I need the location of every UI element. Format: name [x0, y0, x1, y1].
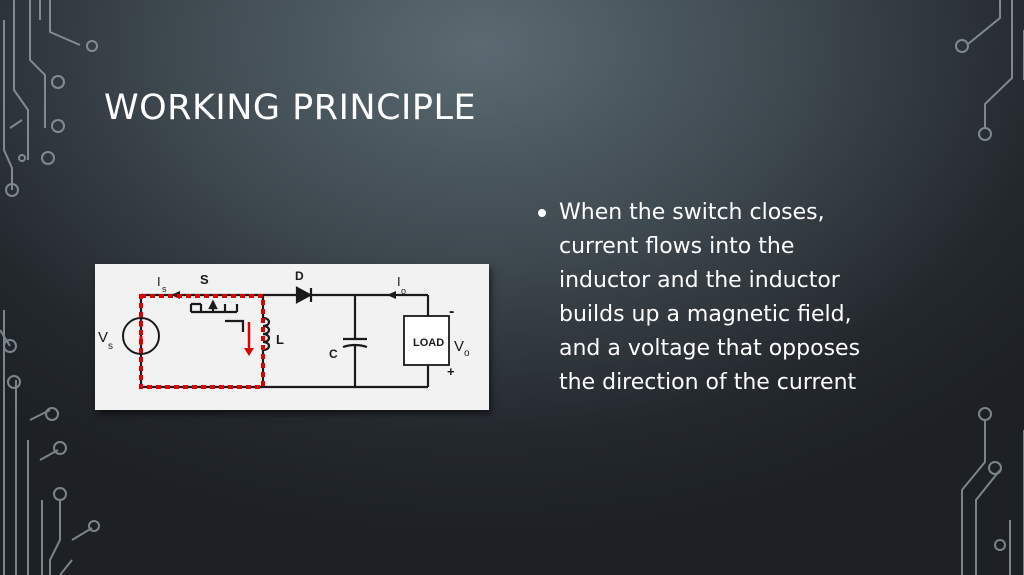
- capacitor-c: [342, 295, 368, 387]
- vs-label: V: [98, 329, 108, 346]
- is-sub: s: [162, 284, 167, 294]
- bullet-line: When the switch closes,: [559, 200, 825, 225]
- io-sub: o: [401, 286, 406, 296]
- bullet-line: current flows into the: [559, 234, 795, 259]
- slide-title: Working Principle: [104, 88, 477, 128]
- bullet-dot-icon: [538, 209, 546, 217]
- bullet-line: inductor and the inductor: [559, 268, 840, 293]
- plus-label: +: [447, 364, 455, 379]
- vo-label: V: [454, 338, 464, 355]
- inductor-l: [261, 295, 271, 387]
- bullet-line: the direction of the current: [559, 370, 857, 395]
- inductor-label: L: [276, 332, 284, 347]
- current-path-loop: [139, 294, 265, 389]
- io-label: I: [397, 274, 401, 289]
- switch-label: S: [200, 272, 209, 287]
- vo-sub: o: [464, 348, 470, 359]
- load-label: LOAD: [413, 337, 444, 349]
- vs-sub: s: [108, 341, 113, 352]
- bullet-line: and a voltage that opposes: [559, 336, 861, 361]
- load-box: [403, 315, 450, 366]
- circuit-schematic: I s S D I o V s L C LOAD V o - +: [98, 269, 470, 389]
- boost-converter-diagram: I s S D I o V s L C LOAD V o - +: [95, 264, 489, 410]
- bullet-line: builds up a magnetic field,: [559, 302, 852, 327]
- bullet-item: When the switch closes, current flows in…: [537, 196, 917, 400]
- bullet-list: When the switch closes, current flows in…: [537, 196, 917, 400]
- diode-label: D: [295, 269, 304, 283]
- is-label: I: [157, 274, 161, 289]
- capacitor-label: C: [329, 347, 338, 361]
- minus-label: -: [449, 303, 454, 320]
- voltage-source-vs: [122, 317, 160, 355]
